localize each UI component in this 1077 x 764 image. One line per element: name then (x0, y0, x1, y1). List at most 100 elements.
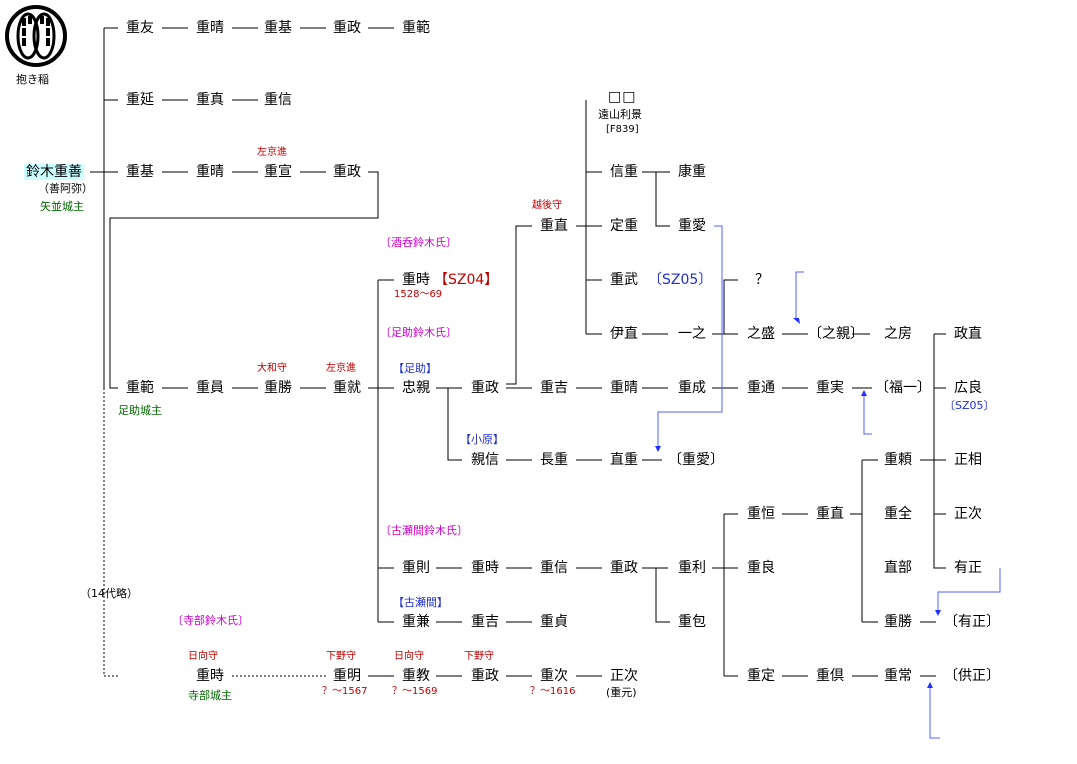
person: 重明 (333, 668, 361, 684)
title-label: 越後守 (532, 200, 562, 211)
person: 重信 (540, 560, 568, 576)
founder-name: 鈴木重善 (24, 164, 84, 180)
clan-label: 〔酒呑鈴木氏〕 (380, 236, 457, 249)
clan-label: 〔古瀬間鈴木氏〕 (380, 524, 468, 537)
person: 重信 (264, 92, 292, 108)
person: 重武 (610, 272, 638, 288)
person: 重吉 (471, 614, 499, 630)
person: 重定 (747, 668, 775, 684)
person: 政直 (954, 326, 982, 342)
life-dates: ？～1616 (530, 686, 576, 697)
person: 忠親 (402, 380, 430, 396)
person: 重兼 (402, 614, 430, 630)
branch-tag: 【古瀬間】 (393, 596, 448, 609)
person: 康重 (678, 164, 706, 180)
person: 重貞 (540, 614, 568, 630)
person: 重晴 (610, 380, 638, 396)
person: 重延 (126, 92, 154, 108)
clan-label: 〔寺部鈴木氏〕 (172, 614, 249, 627)
reference-code: [F839] (606, 124, 639, 135)
founder-castle: 矢並城主 (40, 200, 84, 213)
person: 重勝 (264, 380, 292, 396)
branch-tag: 【足助】 (393, 362, 437, 375)
life-dates: 1528～69 (394, 289, 443, 300)
person: 重範 (126, 380, 154, 396)
person: 重常 (884, 668, 912, 684)
person: 長重 (540, 452, 568, 468)
person: 定重 (610, 218, 638, 234)
person: 重政 (471, 380, 499, 396)
person: 重倶 (816, 668, 844, 684)
reference-tag: 【SZ04】 (434, 272, 499, 288)
title-label: 左京進 (257, 147, 287, 158)
person: 重実 (816, 380, 844, 396)
person: 重通 (747, 380, 775, 396)
person: 重成 (678, 380, 706, 396)
unknown-person: ？ (755, 272, 769, 288)
person: 正次 (610, 668, 638, 684)
person: 正相 (954, 452, 982, 468)
person: 広良 (954, 380, 982, 396)
person: 重基 (126, 164, 154, 180)
person: 重員 (196, 380, 224, 396)
dakiine-crest-icon (5, 5, 67, 67)
person: 重基 (264, 20, 292, 36)
person: 〔之親〕 (808, 326, 864, 342)
crest-caption: 抱き稲 (16, 73, 49, 86)
alt-name: (重元) (606, 686, 637, 699)
person: 重全 (884, 506, 912, 522)
branch-tag: 【小原】 (460, 433, 504, 446)
title-label: 左京進 (326, 363, 356, 374)
person: 重直 (816, 506, 844, 522)
person: 重利 (678, 560, 706, 576)
person: 重吉 (540, 380, 568, 396)
person: 直重 (610, 452, 638, 468)
person: 之盛 (747, 326, 775, 342)
person: 重政 (333, 164, 361, 180)
person: 重教 (402, 668, 430, 684)
person: 遠山利景 (598, 108, 642, 121)
person: 重次 (540, 668, 568, 684)
person: 重時 (196, 668, 224, 684)
clan-label: 〔足助鈴木氏〕 (380, 326, 457, 339)
person: 有正 (954, 560, 982, 576)
person: 重時 (402, 272, 430, 288)
person: 重晴 (196, 20, 224, 36)
title-label: 日向守 (394, 651, 424, 662)
person: 伊直 (610, 326, 638, 342)
person: 重包 (678, 614, 706, 630)
person: 重政 (610, 560, 638, 576)
reference-tag: 〔SZ05〕 (944, 399, 995, 412)
person: 重範 (402, 20, 430, 36)
life-dates: ？～1567 (322, 686, 368, 697)
person: 〔福一〕 (875, 380, 931, 396)
reference-tag: 〔SZ05〕 (648, 272, 713, 288)
person: 直部 (884, 560, 912, 576)
life-dates: ？～1569 (392, 686, 438, 697)
person: 重晴 (196, 164, 224, 180)
person: 親信 (471, 452, 499, 468)
person: 重則 (402, 560, 430, 576)
unknown-name-boxes: □□ (608, 89, 637, 105)
founder-alias: （善阿弥） (38, 182, 93, 195)
title-label: 日向守 (188, 651, 218, 662)
person: 重勝 (884, 614, 912, 630)
person: 〔重愛〕 (668, 452, 724, 468)
person: 重愛 (678, 218, 706, 234)
person: 重政 (471, 668, 499, 684)
person: 重頼 (884, 452, 912, 468)
person: 重良 (747, 560, 775, 576)
person: 〔有正〕 (944, 614, 1000, 630)
person: 之房 (884, 326, 912, 342)
person: 重真 (196, 92, 224, 108)
person: 重政 (333, 20, 361, 36)
person: 重時 (471, 560, 499, 576)
castle-label: 寺部城主 (188, 689, 232, 702)
person: 正次 (954, 506, 982, 522)
person: 〔供正〕 (944, 668, 1000, 684)
person: 重恒 (747, 506, 775, 522)
person: 信重 (610, 164, 638, 180)
person: 一之 (678, 326, 706, 342)
title-label: 下野守 (326, 651, 356, 662)
